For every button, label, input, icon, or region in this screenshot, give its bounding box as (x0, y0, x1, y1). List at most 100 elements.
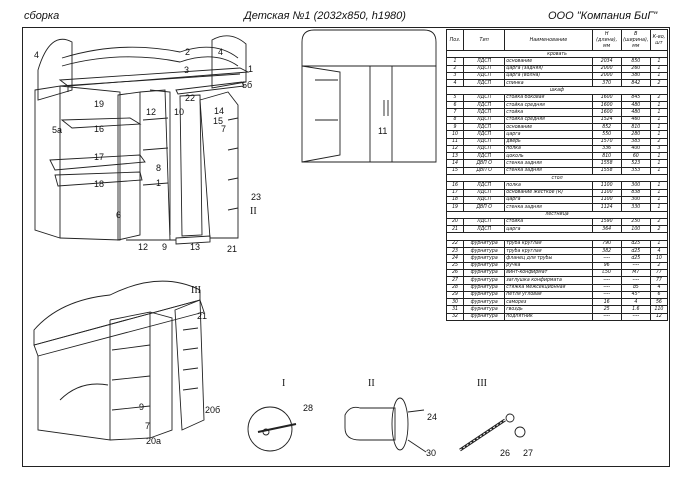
table-cell: основание (504, 122, 593, 132)
table-cell: винт-конфирмат (504, 268, 593, 278)
callout-label: 9 (162, 242, 168, 252)
table-cell: 3 (445, 71, 465, 81)
callout-label: 23 (251, 192, 262, 202)
table-cell: 21 (445, 225, 465, 234)
table-cell: саморез (504, 298, 593, 307)
table-cell: ---- (591, 290, 622, 300)
table-cell: 17 (445, 188, 465, 197)
table-cell: 2000 (591, 71, 622, 81)
table-cell: фурнитура (463, 254, 506, 263)
table-cell: 6 (649, 290, 669, 300)
table-cell: ЛДСП (463, 101, 506, 110)
table-cell: фурнитура (463, 298, 506, 307)
table-cell: 4 (649, 246, 669, 256)
table-cell: ЛДСП (463, 115, 506, 124)
table-cell: ---- (620, 276, 651, 285)
drawing-frame (22, 27, 670, 467)
table-cell: 30 (445, 298, 465, 307)
callout-label: 18 (94, 179, 105, 189)
header-left: сборка (24, 10, 60, 22)
table-cell: 2 (649, 137, 669, 146)
table-cell: царга (504, 195, 593, 205)
table-cell: 790 (591, 239, 622, 249)
table-cell: ДВП О (463, 203, 506, 212)
table-cell: ЛДСП (463, 188, 506, 197)
table-cell: 96 (591, 261, 622, 270)
table-cell: 23 (445, 246, 465, 256)
bed-exploded-view (37, 35, 250, 101)
table-cell: 838 (620, 188, 651, 197)
table-cell: 2034 (591, 57, 622, 66)
callout-label: 20б (205, 405, 221, 415)
table-cell: ---- (591, 283, 622, 292)
callout-label: 28 (303, 403, 314, 413)
table-cell: стенка задняя (504, 166, 593, 176)
table-cell: 4 (445, 79, 465, 88)
table-cell: 1 (649, 239, 669, 249)
callout-label: 6 (116, 210, 122, 220)
callout-label: 13 (190, 242, 201, 252)
table-cell: стойка средняя (504, 115, 593, 124)
table-cell: 77 (649, 276, 669, 285)
table-cell: гвоздь (504, 305, 593, 314)
callout-label: 1 (156, 178, 162, 188)
table-cell: 1 (649, 166, 669, 176)
table-cell: 330 (620, 203, 651, 212)
assembled-perspective-view (33, 280, 205, 441)
callout-label: 17 (94, 152, 105, 162)
table-cell: стойка средняя (504, 101, 593, 110)
table-cell: 353 (620, 166, 651, 176)
callout-label: 21 (197, 311, 208, 321)
table-cell: полка (504, 144, 593, 154)
section-title: шкаф (446, 86, 668, 95)
table-cell: 11 (445, 137, 465, 146)
table-cell: 852 (591, 122, 622, 132)
table-cell: 2 (649, 225, 669, 234)
table-cell: труба круглая (504, 246, 593, 256)
table-cell: 1 (649, 159, 669, 168)
table-cell: стойка (504, 108, 593, 117)
callout-label: 4 (34, 50, 40, 60)
table-cell: царга (504, 130, 593, 139)
table-cell: 5 (445, 93, 465, 103)
table-cell: 300 (620, 181, 651, 190)
table-cell: фурнитура (463, 261, 506, 270)
table-cell: фланец для трубы (504, 254, 593, 263)
table-cell: 100 (620, 225, 651, 234)
table-cell: 1 (649, 188, 669, 197)
table-cell: L50 (591, 268, 622, 278)
detail-title-i: I (282, 378, 286, 389)
table-cell: 32 (445, 312, 465, 322)
table-cell: 27 (445, 276, 465, 285)
detail-II (344, 397, 427, 453)
callout-label: 10 (174, 107, 185, 117)
section-title: стол (446, 174, 668, 183)
table-cell: 1 (649, 115, 669, 124)
table-cell: 29 (445, 290, 465, 300)
table-cell: 1 (649, 71, 669, 81)
table-cell: 1590 (591, 217, 622, 227)
callout-label: 22 (185, 93, 196, 103)
table-cell: 8 (445, 115, 465, 124)
callout-label: 5а (52, 125, 63, 135)
table-cell: 16 (445, 181, 465, 190)
table-cell: 1 (649, 64, 669, 73)
table-cell: основание жесткое (R) (504, 188, 593, 197)
callout-label: 14 (214, 106, 225, 116)
table-cell: 4 (649, 283, 669, 292)
table-cell: 13 (445, 152, 465, 161)
table-section-row: кровать (446, 49, 668, 59)
table-cell: 460 (620, 115, 651, 124)
